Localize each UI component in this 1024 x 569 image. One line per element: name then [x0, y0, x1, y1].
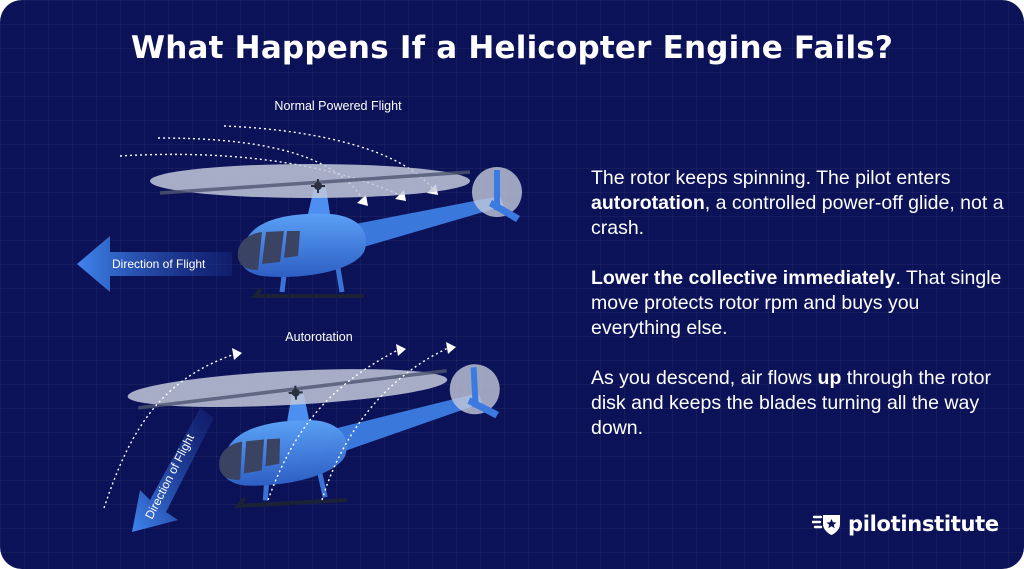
bottom-arrow-label: Direction of Flight	[142, 431, 197, 521]
paragraph-airflow: As you descend, air flows up through the…	[591, 367, 991, 439]
bottom-label: Autorotation	[285, 330, 352, 344]
paragraph-collective: Lower the collective immediately. That s…	[591, 267, 1002, 339]
top-helicopter	[150, 164, 522, 296]
bottom-airflow-lines	[103, 347, 449, 509]
bottom-direction-arrow	[132, 408, 214, 532]
logo-text: pilotinstitute	[848, 512, 999, 536]
page-title: What Happens If a Helicopter Engine Fail…	[130, 30, 894, 66]
top-label: Normal Powered Flight	[274, 99, 402, 113]
top-direction-arrow	[77, 236, 232, 292]
top-arrow-label: Direction of Flight	[112, 257, 206, 271]
paragraph-autorotation: The rotor keeps spinning. The pilot ente…	[591, 167, 1004, 239]
star-shield-icon	[812, 515, 840, 535]
pilot-institute-logo: pilotinstitute	[812, 508, 999, 540]
explanation-text: The rotor keeps spinning. The pilot ente…	[591, 166, 1011, 466]
bottom-airflow-arrowheads	[232, 342, 456, 360]
